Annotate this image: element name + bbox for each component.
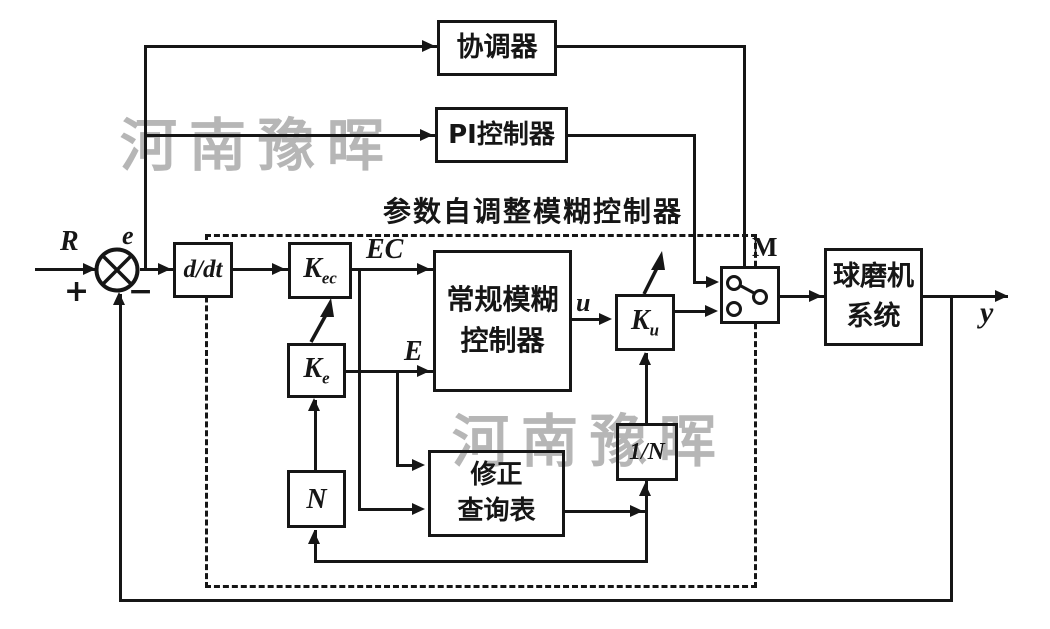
block-kec: Kec — [288, 242, 352, 299]
line-feedback-down — [950, 295, 953, 602]
block-pi-controller: PI控制器 — [435, 107, 568, 163]
arrow-ec-into-lookup — [412, 503, 425, 515]
line-to-coordinator — [144, 45, 440, 48]
line-derivative-to-kec — [233, 268, 288, 271]
arrow-output — [995, 290, 1008, 302]
block-ku: Ku — [615, 294, 675, 351]
label-input-r: R — [60, 226, 79, 257]
line-feedback-up — [119, 294, 122, 602]
line-ec-branch-vertical — [358, 268, 361, 511]
block-lookup-table: 修正 查询表 — [428, 450, 565, 537]
line-e — [346, 370, 435, 373]
fuzzy-controller-dashed-boundary — [205, 234, 757, 588]
block-derivative: d/dt — [173, 242, 233, 298]
line-lookup-out — [565, 510, 647, 513]
pi-controller-label: PI控制器 — [448, 119, 555, 150]
arrow-into-pi — [420, 129, 433, 141]
label-ec: EC — [366, 234, 404, 265]
block-switch — [720, 266, 780, 324]
label-plus-sign: + — [64, 274, 90, 309]
line-ec-branch-to-lookup — [358, 508, 420, 511]
summing-junction — [94, 247, 140, 293]
arrow-lookup-out — [630, 505, 643, 517]
line-inner-bottom — [314, 560, 648, 563]
arrow-feedback-into-sum — [113, 292, 125, 305]
line-to-pi — [144, 134, 438, 137]
coordinator-label: 协调器 — [456, 32, 538, 64]
line-switch-to-mill — [780, 295, 824, 298]
arrow-ec-into-fuzzy — [417, 263, 430, 275]
arrow-into-mill — [809, 290, 822, 302]
ku-label: Ku — [630, 305, 660, 340]
ball-mill-line2: 系统 — [846, 301, 901, 332]
line-e-branch-to-lookup — [396, 464, 420, 467]
arrow-into-coordinator — [422, 40, 435, 52]
arrow-e-into-lookup — [412, 459, 425, 471]
line-output — [923, 295, 1008, 298]
inv-n-label: 1/N — [629, 439, 665, 465]
label-u: u — [576, 288, 591, 317]
arrow-into-kec — [272, 263, 285, 275]
dashed-box-title: 参数自调整模糊控制器 — [383, 195, 684, 228]
arrow-into-n-bottom — [308, 531, 320, 544]
adjust-arrow-ku-icon — [642, 251, 665, 295]
arrow-into-ke — [308, 398, 320, 411]
block-coordinator: 协调器 — [437, 20, 557, 76]
arrow-into-invn-bottom — [639, 483, 651, 496]
line-coordinator-out — [555, 45, 746, 48]
ke-label: Ke — [303, 353, 330, 388]
n-label: N — [306, 483, 327, 515]
line-below-invn — [645, 481, 648, 563]
line-n-to-ke — [314, 400, 317, 470]
adjust-arrow-kec-icon — [309, 298, 334, 343]
line-ec — [352, 268, 435, 271]
arrow-pi-into-switch — [706, 276, 719, 288]
line-invn-to-ku — [645, 353, 648, 423]
derivative-label: d/dt — [183, 256, 223, 284]
line-input — [35, 268, 96, 271]
line-pi-out — [565, 134, 696, 137]
block-inv-n: 1/N — [616, 423, 678, 481]
fuzzy-controller-line2: 控制器 — [460, 324, 545, 357]
block-n: N — [287, 470, 346, 528]
block-ke: Ke — [287, 343, 346, 398]
block-ball-mill: 球磨机 系统 — [824, 248, 923, 346]
arrow-e-into-fuzzy — [417, 365, 430, 377]
arrow-into-derivative — [158, 263, 171, 275]
kec-label: Kec — [303, 253, 337, 288]
arrow-u-into-ku — [599, 313, 612, 325]
line-to-n-bottom — [314, 530, 317, 563]
lookup-table-line2: 查询表 — [457, 495, 536, 526]
fuzzy-controller-line1: 常规模糊 — [446, 283, 559, 317]
line-e-branch-vertical — [396, 370, 399, 467]
block-fuzzy-controller: 常规模糊 控制器 — [433, 250, 572, 392]
ball-mill-line1: 球磨机 — [833, 260, 914, 292]
line-u — [572, 318, 608, 321]
line-error-branch-vertical — [144, 46, 147, 270]
arrow-into-sum — [83, 263, 96, 275]
line-coordinator-down — [743, 45, 746, 295]
switch-symbol — [726, 275, 768, 317]
label-minus-sign: − — [128, 274, 154, 309]
line-pi-to-switch — [693, 281, 713, 284]
label-e-scaled: E — [404, 336, 423, 367]
watermark-top: 河南豫晖 — [120, 113, 396, 179]
label-error-e: e — [122, 221, 134, 250]
label-switch-m: M — [752, 232, 778, 262]
line-ku-out — [675, 310, 713, 313]
line-sum-to-derivative — [140, 268, 173, 271]
label-output-y: y — [980, 296, 994, 329]
arrow-ku-into-switch — [705, 305, 718, 317]
line-pi-down — [693, 134, 696, 284]
lookup-table-line1: 修正 — [470, 460, 523, 491]
line-feedback-bottom — [119, 599, 953, 602]
arrow-into-ku-bottom — [639, 352, 651, 365]
